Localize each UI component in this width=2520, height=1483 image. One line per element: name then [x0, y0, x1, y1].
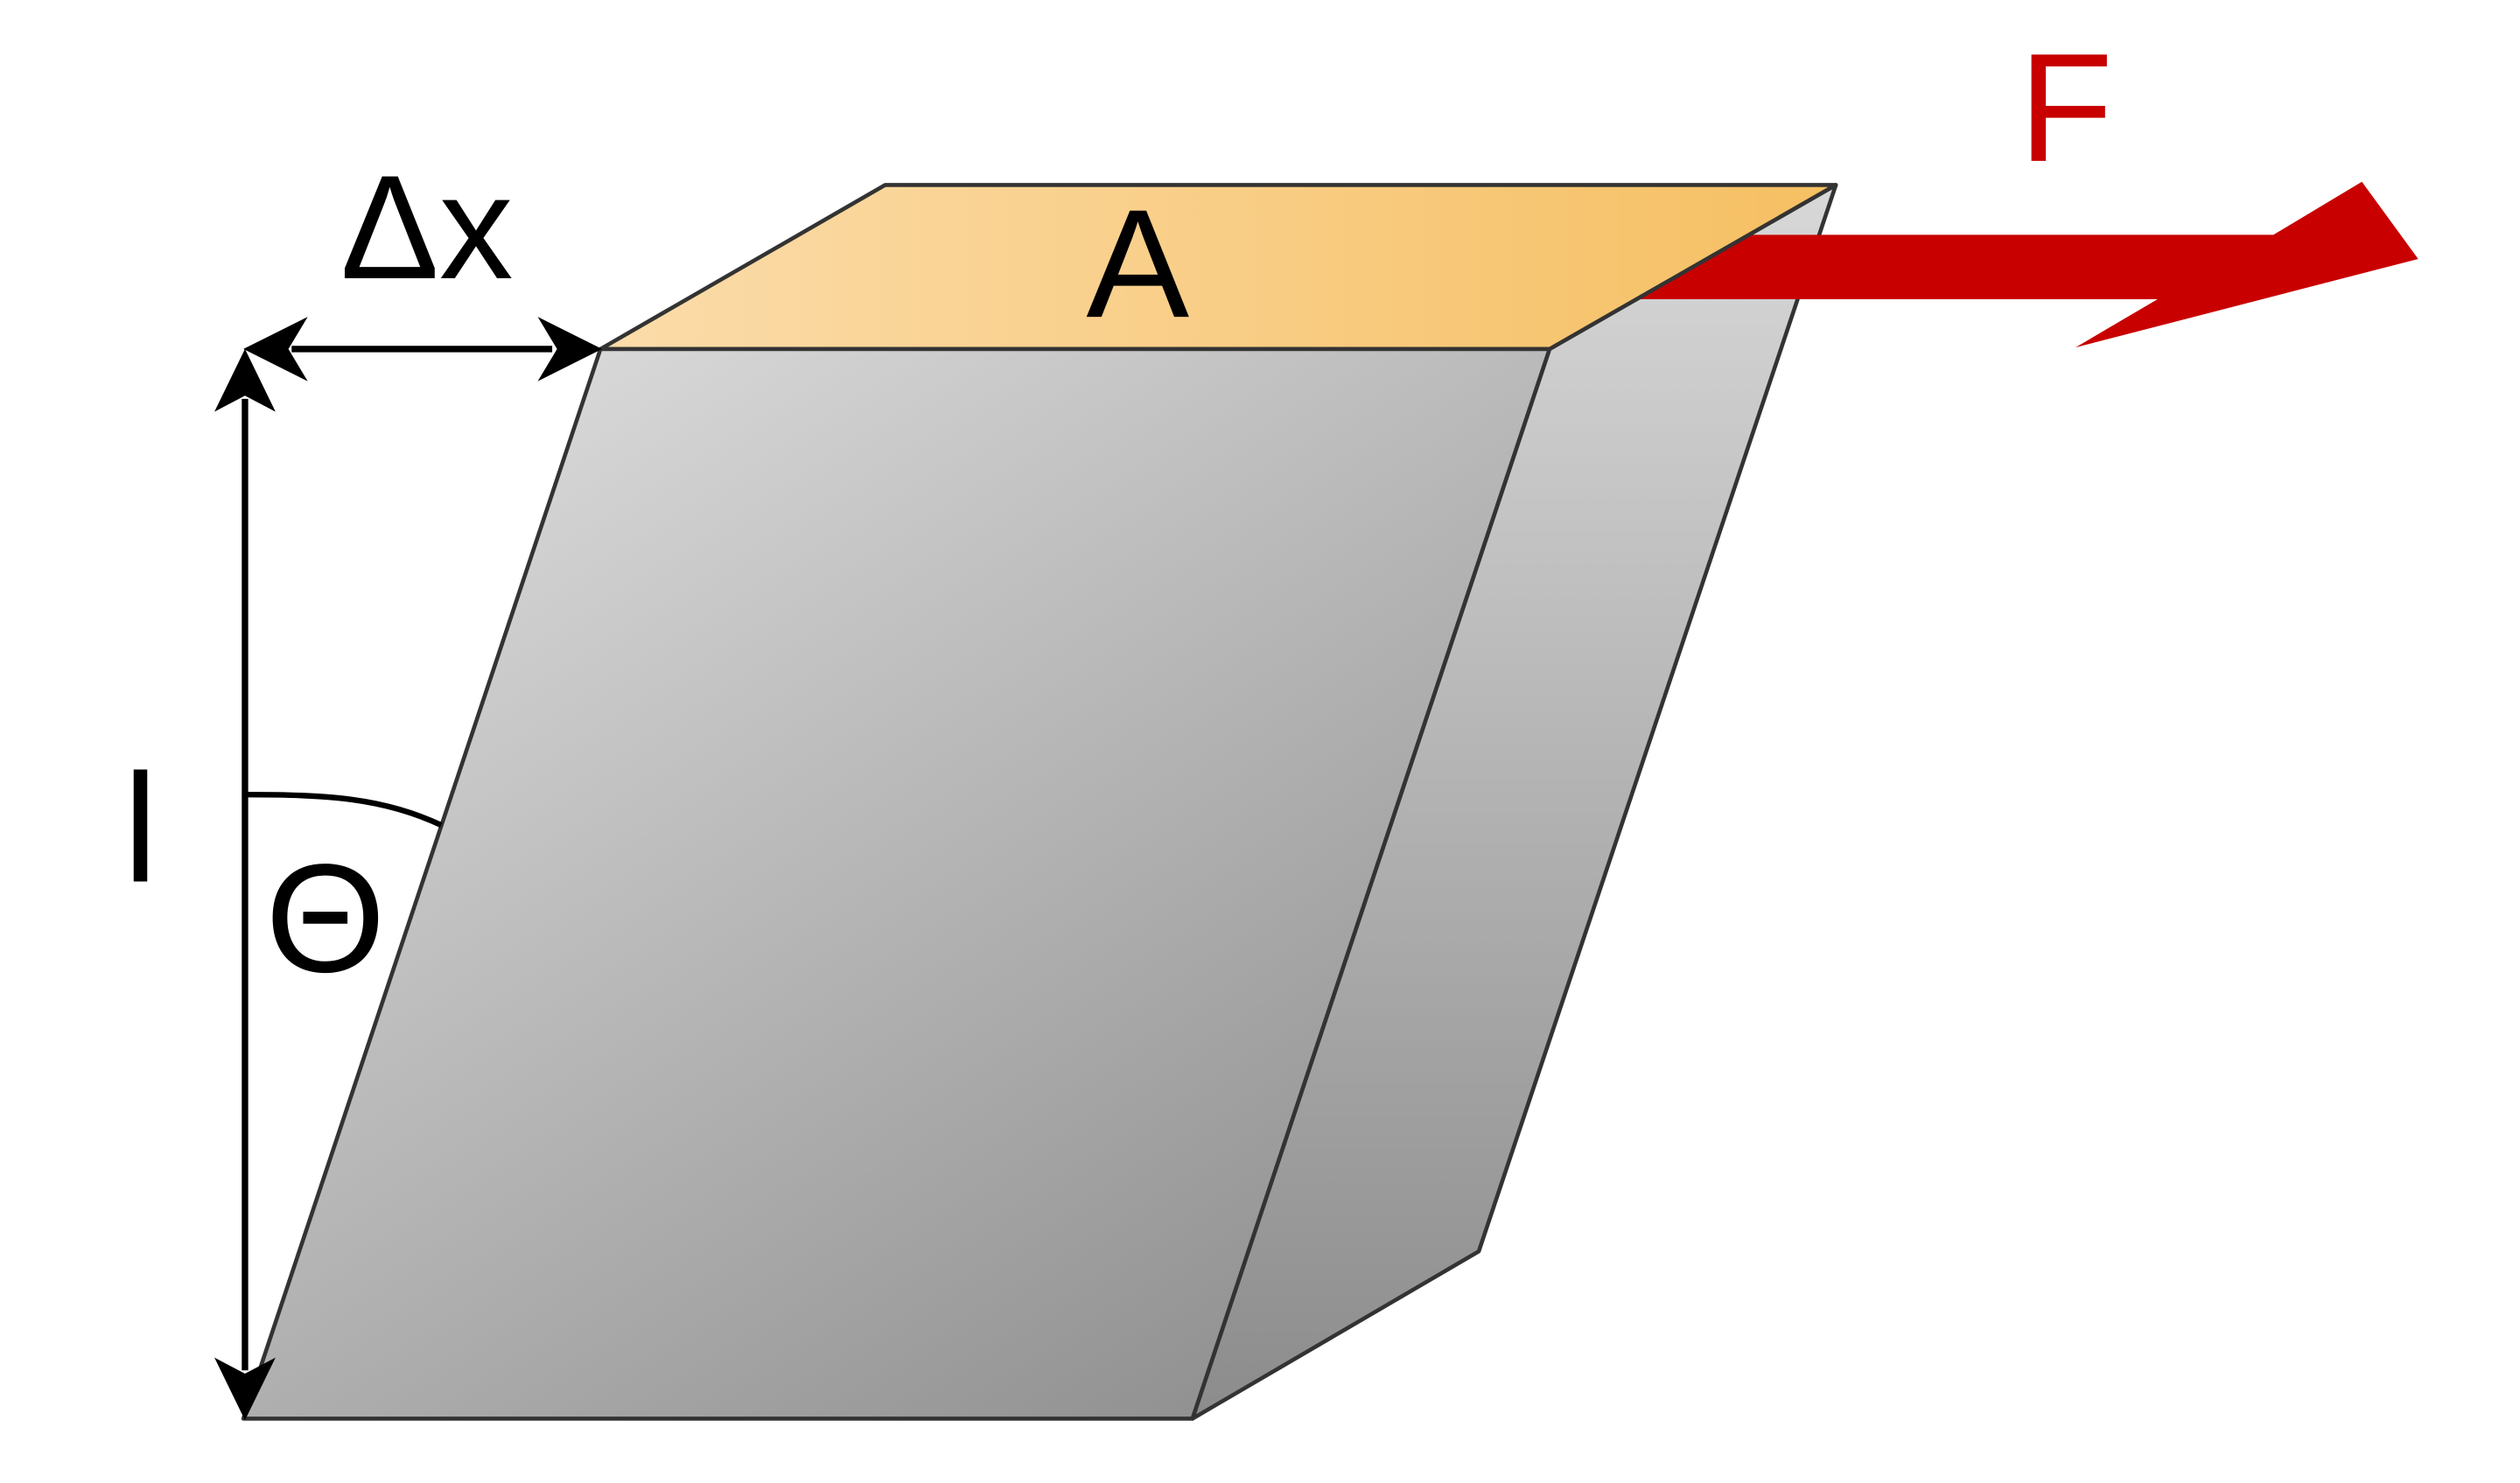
- displacement-arrowhead-right: [537, 317, 603, 381]
- height-arrowhead-top: [214, 348, 276, 412]
- area-label: A: [1086, 178, 1189, 350]
- angle-label: Θ: [265, 832, 385, 1004]
- height-arrowhead-bottom: [214, 1357, 276, 1421]
- delta-x-label: Δx: [340, 144, 514, 310]
- block-front-face: [241, 346, 1552, 1421]
- force-arrow: [1638, 181, 2418, 348]
- displacement-arrowhead-left: [243, 317, 308, 381]
- length-label: l: [123, 742, 158, 914]
- angle-arc: [244, 791, 443, 829]
- force-label: F: [2019, 22, 2113, 194]
